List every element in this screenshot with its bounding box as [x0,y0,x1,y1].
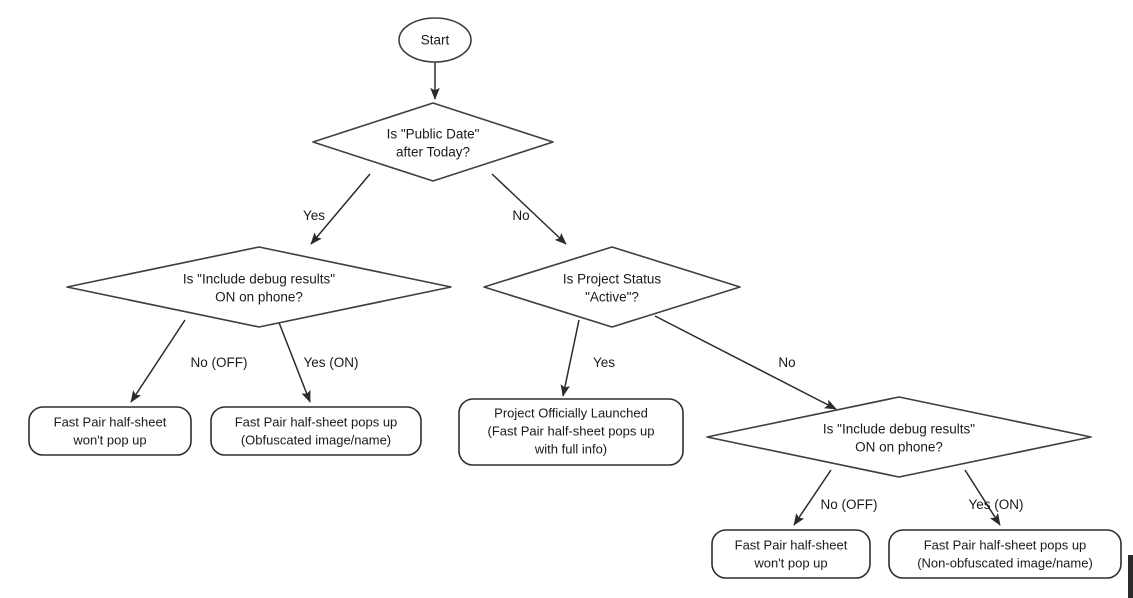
edge-label-layer: Yes No No (OFF) Yes (ON) Yes No No (OFF)… [191,208,1024,512]
officially-launched-box [458,398,684,466]
node-project-status[interactable]: Is Project Status "Active"? [483,246,741,328]
edge-label-debug-right-on: Yes (ON) [968,497,1023,512]
connector-layer [130,62,1001,526]
edge-debug-left-on [277,319,311,403]
edge-debug-right-off [793,469,832,526]
officially-launched-line2: (Fast Pair half-sheet pops up [488,423,655,438]
no-popup-right-box [711,529,871,579]
edge-debug-right-on [964,469,1001,526]
edge-label-public-date-no: No [512,208,529,223]
node-no-popup-left[interactable]: Fast Pair half-sheet won't pop up [28,406,192,456]
edge-label-debug-right-off: No (OFF) [821,497,878,512]
node-officially-launched[interactable]: Project Officially Launched (Fast Pair h… [458,398,684,466]
start-label: Start [421,33,450,48]
page-edge-artifact [1128,555,1133,598]
node-obfuscated-popup[interactable]: Fast Pair half-sheet pops up (Obfuscated… [210,406,422,456]
debug-left-diamond [66,246,452,328]
edge-label-debug-left-on: Yes (ON) [303,355,358,370]
edge-label-project-status-yes: Yes [593,355,615,370]
project-status-label-line2: "Active"? [585,290,639,305]
node-debug-left[interactable]: Is "Include debug results" ON on phone? [66,246,452,328]
edge-label-project-status-no: No [778,355,795,370]
debug-right-label-line1: Is "Include debug results" [823,422,975,437]
debug-right-label-line2: ON on phone? [855,440,943,455]
no-popup-left-box [28,406,192,456]
node-public-date[interactable]: Is "Public Date" after Today? [312,102,554,182]
node-start[interactable]: Start [398,17,472,63]
obfuscated-popup-line1: Fast Pair half-sheet pops up [235,414,398,429]
obfuscated-popup-box [210,406,422,456]
debug-left-label-line1: Is "Include debug results" [183,272,335,287]
node-debug-right[interactable]: Is "Include debug results" ON on phone? [706,396,1092,478]
no-popup-left-line1: Fast Pair half-sheet [54,414,167,429]
debug-left-label-line2: ON on phone? [215,290,303,305]
node-nonobfuscated-popup[interactable]: Fast Pair half-sheet pops up (Non-obfusc… [888,529,1122,579]
node-no-popup-right[interactable]: Fast Pair half-sheet won't pop up [711,529,871,579]
edge-label-public-date-yes: Yes [303,208,325,223]
officially-launched-line1: Project Officially Launched [494,405,648,420]
edge-public-date-yes [310,173,371,245]
start-ellipse [398,17,472,63]
debug-right-diamond [706,396,1092,478]
edge-debug-left-off [130,319,186,403]
no-popup-right-line2: won't pop up [753,555,827,570]
public-date-label-line1: Is "Public Date" [387,127,480,142]
edge-public-date-no [491,173,567,245]
nonobfuscated-popup-line2: (Non-obfuscated image/name) [917,555,1093,570]
officially-launched-line3: with full info) [534,441,607,456]
public-date-label-line2: after Today? [396,145,470,160]
project-status-diamond [483,246,741,328]
nonobfuscated-popup-box [888,529,1122,579]
public-date-diamond [312,102,554,182]
edge-project-status-no [654,315,837,410]
no-popup-right-line1: Fast Pair half-sheet [735,537,848,552]
project-status-label-line1: Is Project Status [563,272,662,287]
obfuscated-popup-line2: (Obfuscated image/name) [241,432,391,447]
edge-label-debug-left-off: No (OFF) [191,355,248,370]
nonobfuscated-popup-line1: Fast Pair half-sheet pops up [924,537,1087,552]
no-popup-left-line2: won't pop up [72,432,146,447]
edge-project-status-yes [560,319,580,397]
